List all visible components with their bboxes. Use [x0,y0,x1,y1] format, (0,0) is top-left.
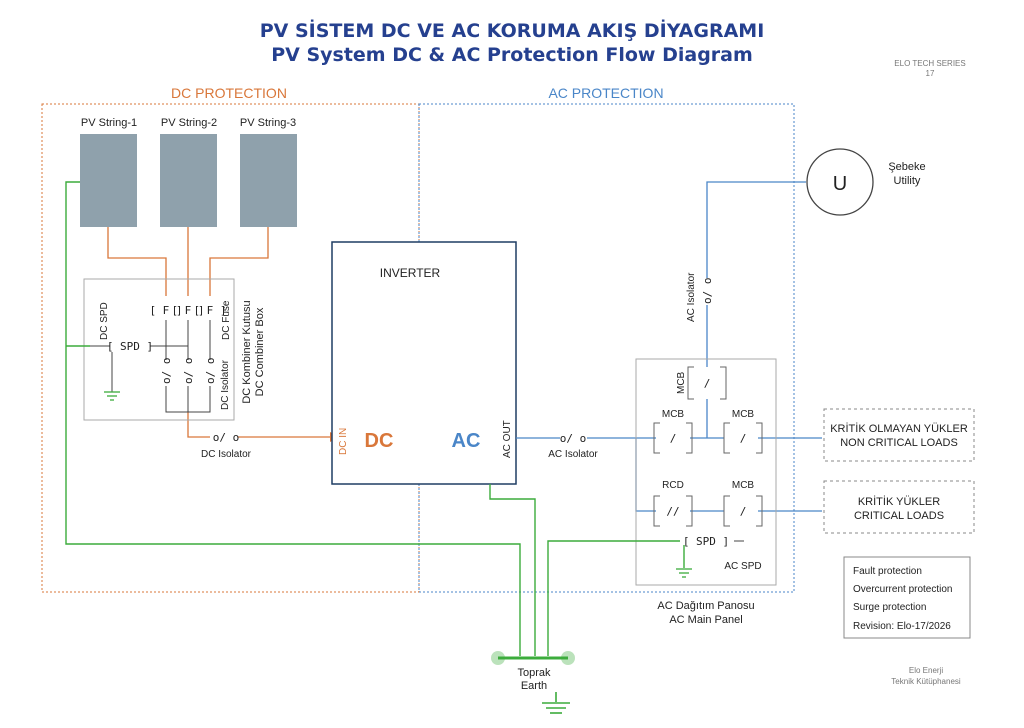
noncritical-label-tr: KRİTİK OLMAYAN YÜKLER [830,422,968,435]
fuse-1: [ F ] [149,304,182,317]
footer-line-1: Elo Enerji [909,666,943,675]
utility-label-en: Utility [894,175,921,187]
title-tr: PV SİSTEM DC VE AC KORUMA AKIŞ DİYAGRAMI [260,18,765,42]
dc-spd-label: DC SPD [99,302,110,340]
rcd-label: RCD [662,480,684,491]
dc-fuse-label: DC Fuse [221,300,232,340]
series-number: 17 [926,69,935,78]
ac-spd-ground-icon [676,568,692,578]
mcb-noncritical-label-left: MCB [662,409,685,420]
mcb-main-label: MCB [676,371,687,394]
isolator-2: o/ o [182,358,195,385]
mcb-noncritical-label: MCB [732,409,755,420]
legend-revision: Revision: Elo-17/2026 [853,621,951,632]
critical-label-en: CRITICAL LOADS [854,510,944,522]
dc-section-title: DC PROTECTION [171,85,287,101]
ac-spd-label: AC SPD [724,561,761,572]
earth-label-en: Earth [521,680,547,692]
pv-panel-2 [160,134,217,227]
ac-panel-label-en: AC Main Panel [669,614,742,626]
combiner-label-en: DC Combiner Box [254,307,266,396]
dc-big-label: DC [365,430,394,452]
dc-in-label: DC IN [338,428,349,455]
mcb-noncritical-symbol: / [740,432,747,445]
mcb-left-symbol: / [670,432,677,445]
pv-string-1-label: PV String-1 [81,117,137,129]
noncritical-loads-box [823,408,975,462]
isolator-1: o/ o [160,358,173,385]
ac-out-label: AC OUT [502,420,513,458]
legend-box [843,556,971,639]
breaker-outlines [653,366,763,527]
ac-top-isolator: o/ o [701,278,714,305]
earth-bar-left-node [491,651,505,665]
utility-symbol: U [833,173,847,195]
pv-string-2-label: PV String-2 [161,117,217,129]
dc-combiner-box [83,278,235,421]
earth-bar-right-node [561,651,575,665]
inverter-label: INVERTER [380,266,441,280]
dc-string-wiring [107,227,330,438]
dc-spd-ground-icon [104,391,120,401]
ac-big-label: AC [452,430,481,452]
mcb-critical-symbol: / [740,505,747,518]
legend-overcurrent: Overcurrent protection [853,584,953,595]
critical-label-tr: KRİTİK YÜKLER [858,495,940,508]
earth-wiring [65,181,685,656]
inverter-box [331,241,517,485]
ac-panel-label-tr: AC Dağıtım Panosu [657,600,754,612]
pv-panel-1 [80,134,137,227]
ac-isolator-top-label: AC Isolator [686,272,697,322]
utility-icon [806,148,874,216]
combiner-label-tr: DC Kombiner Kutusu [241,300,253,403]
critical-loads-box [823,480,975,534]
combiner-internal-wiring [90,320,211,413]
fuse-3: [ F ] [193,304,226,317]
legend-fault: Fault protection [853,566,922,577]
earth-ground-icon [542,692,570,714]
dc-line-isolator: o/ o [213,431,240,444]
ac-spd-symbol: [ SPD ] [683,535,729,548]
title-en: PV System DC & AC Protection Flow Diagra… [271,44,753,66]
utility-label-tr: Şebeke [888,161,925,173]
ac-line-isolator: o/ o [560,432,587,445]
footer-line-2: Teknik Kütüphanesi [891,677,961,686]
isolator-3: o/ o [204,358,217,385]
dc-isolator-label: DC Isolator [201,449,252,460]
ac-isolator-label: AC Isolator [548,449,598,460]
ac-section-title: AC PROTECTION [548,85,663,101]
legend-surge: Surge protection [853,602,926,613]
ac-main-panel [635,358,777,586]
dc-spd-symbol: [ SPD ] [107,340,153,353]
pv-panel-3 [240,134,297,227]
dc-isolator-vertical-label: DC Isolator [220,359,231,410]
pv-string-3-label: PV String-3 [240,117,296,129]
mcb-main-symbol: / [704,377,711,390]
mcb-critical-label: MCB [732,480,755,491]
series-label: ELO TECH SERIES [894,59,965,68]
fuse-2: [ F ] [171,304,204,317]
earth-label-tr: Toprak [517,667,551,679]
noncritical-label-en: NON CRITICAL LOADS [840,437,958,449]
rcd-symbol: // [666,505,679,518]
